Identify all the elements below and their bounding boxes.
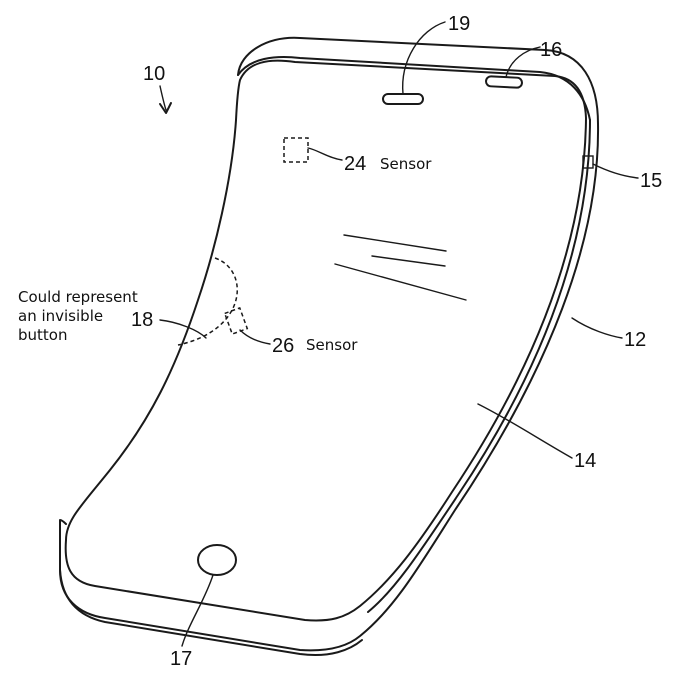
- label-24: 24: [344, 153, 366, 175]
- device-top-edge: [237, 55, 591, 121]
- screen-text-line-1: [343, 234, 447, 252]
- leader-16: [505, 46, 541, 78]
- label-19: 19: [448, 13, 470, 35]
- label-24-sensor: Sensor: [380, 155, 432, 173]
- arrow-10: [159, 85, 167, 111]
- note-line-2: an invisible: [18, 307, 103, 325]
- side-element-15: [582, 155, 594, 169]
- display-outline: [64, 59, 587, 622]
- label-26: 26: [272, 335, 294, 357]
- sensor-26-outline: [223, 306, 249, 336]
- label-10: 10: [143, 63, 165, 85]
- note-line-3: button: [18, 326, 67, 344]
- leader-18: [159, 319, 207, 339]
- device-bottom-edge: [59, 569, 363, 656]
- speaker-slot-19: [382, 93, 424, 105]
- screen-text-line-2: [371, 255, 446, 267]
- invisible-button-18: [177, 257, 238, 346]
- leader-15: [592, 163, 639, 179]
- sensor-24-outline: [283, 137, 309, 163]
- screen-text-line-3: [334, 263, 467, 301]
- arrow-10-head: [159, 102, 172, 114]
- label-26-sensor: Sensor: [306, 336, 358, 354]
- leader-12: [571, 317, 623, 339]
- leader-19: [402, 21, 446, 95]
- label-14: 14: [574, 450, 596, 472]
- device-right-edge: [367, 119, 591, 613]
- slot-16: [485, 75, 523, 89]
- label-12: 12: [624, 329, 646, 351]
- label-16: 16: [540, 39, 562, 61]
- home-button-17: [197, 544, 237, 576]
- label-17: 17: [170, 648, 192, 670]
- leader-24: [307, 147, 343, 161]
- label-18: 18: [131, 309, 153, 331]
- leader-17: [181, 574, 214, 647]
- leader-14: [477, 403, 573, 459]
- leader-26: [239, 329, 271, 345]
- label-15: 15: [640, 170, 662, 192]
- note-line-1: Could represent: [18, 288, 138, 306]
